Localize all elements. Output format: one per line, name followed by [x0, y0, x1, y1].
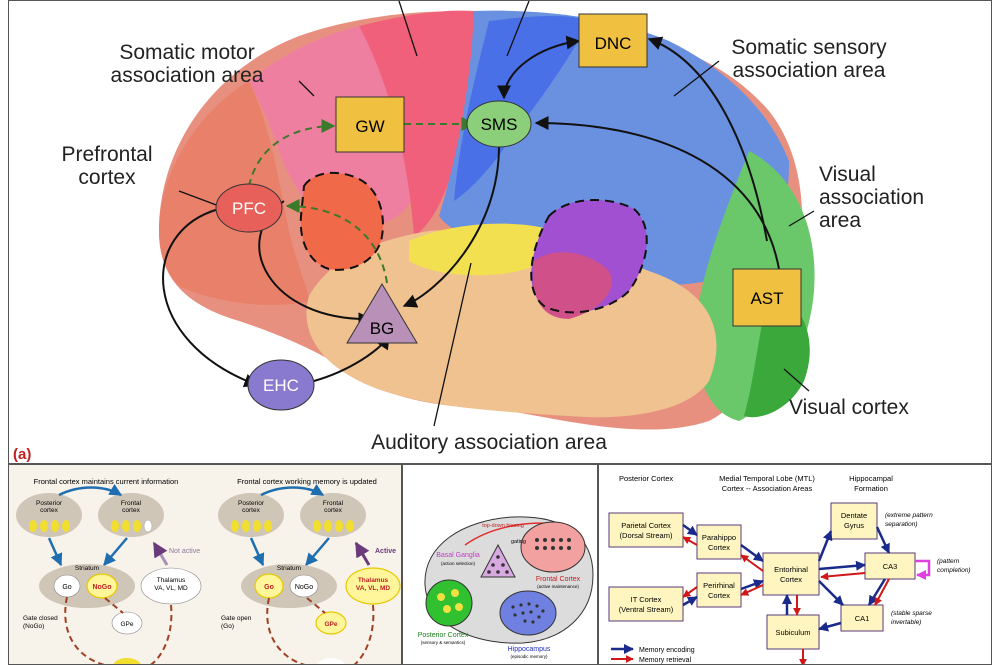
hippo-col-mtl: Medial Temporal Lobe (MTL)Cortex -- Asso… [719, 474, 815, 493]
hippo-col-posterior: Posterior Cortex [619, 474, 673, 483]
overview-frontal-cortex-sub: (active maintenance) [537, 584, 579, 589]
pbwm-left-striatum: Striatum [75, 565, 99, 572]
node-dnc: DNC [578, 13, 648, 68]
brain-illustration [159, 10, 815, 430]
pbwm-right-go: Go [264, 584, 274, 591]
node-ast: AST [732, 268, 802, 327]
node-dnc-label: DNC [595, 34, 632, 53]
pbwm-right-title: Frontal cortex working memory is updated [237, 477, 377, 486]
pbwm-right-striatum: Striatum [277, 565, 301, 572]
pbwm-left-go: Go [62, 584, 71, 591]
panel-hippocampal-memory: Posterior Cortex Medial Temporal Lobe (M… [598, 464, 992, 665]
label-visual-cortex: Visual cortex [789, 396, 909, 419]
overview-posterior-cortex-sub: (sensory & semantics) [421, 640, 466, 645]
node-pfc-label: PFC [232, 199, 266, 218]
hippo-legend-retrieval: Memory retrieval [639, 657, 692, 664]
overview-top-down: top-down biasing [482, 523, 524, 529]
pbwm-right-gpe: GPe [324, 621, 337, 628]
pbwm-diagram: Frontal cortex maintains current informa… [9, 465, 401, 664]
hippocampal-diagram: Posterior Cortex Medial Temporal Lobe (M… [608, 474, 971, 664]
pbwm-left-nogo: NoGo [92, 584, 111, 591]
overview-gating: gating [511, 539, 526, 545]
pbwm-active: Active [375, 548, 396, 555]
node-ehc-label: EHC [263, 376, 299, 395]
pbwm-not-active: Not active [169, 548, 200, 555]
overview-hippocampus: Hippocampus [508, 646, 551, 653]
overview-hippocampus-sub: (episodic memory) [510, 654, 548, 659]
panel-a-label: (a) [13, 446, 31, 463]
pbwm-gate-open: Gate open(Go) [221, 615, 252, 630]
node-pfc: PFC [215, 183, 283, 233]
panel-system-overview: top-down biasing gating Basal Ganglia (a… [402, 464, 598, 665]
node-ehc: EHC [247, 359, 315, 411]
node-bg-label: BG [370, 319, 395, 338]
overview-basal-ganglia-sub: (action selection) [441, 561, 476, 566]
hippo-subiculum: Subiculum [775, 628, 810, 637]
hippo-ca1: CA1 [855, 614, 870, 623]
overview-frontal-cortex: Frontal Cortex [536, 576, 581, 583]
hippo-it: IT Cortex(Ventral Stream) [619, 595, 674, 614]
pbwm-left-title: Frontal cortex maintains current informa… [34, 477, 179, 486]
panel-pbwm-gating: Frontal cortex maintains current informa… [8, 464, 402, 665]
node-sms: SMS [466, 100, 532, 148]
node-gw-label: GW [355, 117, 384, 136]
node-gw: GW [335, 96, 405, 153]
pbwm-left-gpe: GPe [120, 621, 133, 628]
node-bg: BG [346, 283, 418, 344]
hippo-legend-encoding: Memory encoding [639, 647, 695, 654]
hippo-parietal: Parietal Cortex(Dorsal Stream) [620, 521, 673, 540]
hippo-ca3: CA3 [883, 562, 898, 571]
label-auditory-association: Auditory association area [371, 431, 607, 454]
pbwm-gate-closed: Gate closed(NoGo) [23, 615, 58, 630]
pbwm-right-nogo: NoGo [295, 584, 313, 591]
system-overview-diagram: top-down biasing gating Basal Ganglia (a… [418, 516, 594, 659]
overview-posterior-cortex: Posterior Cortex [418, 632, 469, 639]
overview-basal-ganglia: Basal Ganglia [436, 552, 480, 559]
node-ast-label: AST [750, 289, 783, 308]
node-sms-label: SMS [481, 115, 518, 134]
